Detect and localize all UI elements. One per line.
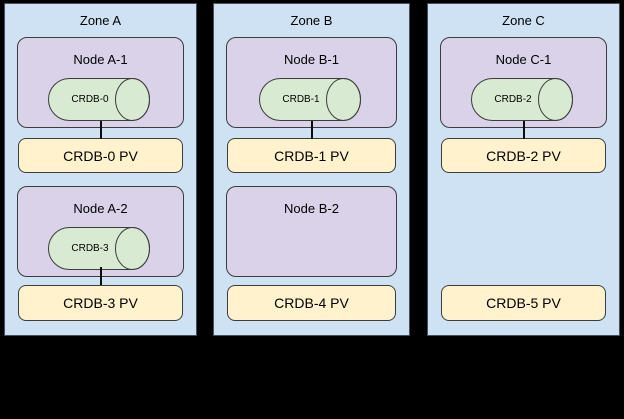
zone-c: Zone C Node C-1 CRDB-2 CRDB-2 PV CRDB-5 …: [427, 3, 620, 336]
pv-crdb-5: CRDB-5 PV: [441, 285, 606, 321]
cylinder-crdb-3-label: CRDB-3: [71, 243, 109, 254]
cylinder-crdb-1: CRDB-1: [258, 78, 361, 121]
cylinder-crdb-0-label: CRDB-0: [71, 94, 109, 105]
connector-crdb0-to-pv: [99, 121, 102, 139]
pv-crdb-3: CRDB-3 PV: [18, 285, 183, 321]
cylinder-crdb-0: CRDB-0: [47, 78, 150, 121]
node-a2: Node A-2 CRDB-3: [17, 186, 184, 277]
zone-b: Zone B Node B-1 CRDB-1 CRDB-1 PV Node B-…: [213, 3, 410, 336]
pv-crdb-1: CRDB-1 PV: [227, 138, 396, 173]
connector-crdb2-to-pv: [522, 121, 525, 139]
node-b1-label: Node B-1: [284, 52, 339, 67]
connector-crdb1-to-pv: [310, 121, 313, 139]
connector-crdb3-to-pv: [99, 267, 102, 285]
cylinder-crdb-2: CRDB-2: [470, 78, 573, 121]
node-a1: Node A-1 CRDB-0: [17, 37, 184, 128]
cylinder-icon: [258, 78, 361, 121]
pv-crdb-0: CRDB-0 PV: [18, 138, 183, 173]
cylinder-icon: [47, 78, 150, 121]
zone-b-label: Zone B: [290, 13, 333, 28]
node-a2-label: Node A-2: [73, 201, 128, 216]
cylinder-icon: [470, 78, 573, 121]
cylinder-crdb-3: CRDB-3: [47, 227, 150, 270]
cylinder-crdb-1-label: CRDB-1: [282, 94, 320, 105]
node-b1: Node B-1 CRDB-1: [226, 37, 397, 128]
pv-crdb-4: CRDB-4 PV: [227, 285, 396, 321]
node-c1-label: Node C-1: [495, 52, 552, 67]
node-b2-label: Node B-2: [284, 201, 339, 216]
zone-a-label: Zone A: [79, 13, 122, 28]
node-c1: Node C-1 CRDB-2: [440, 37, 607, 128]
pv-crdb-2: CRDB-2 PV: [441, 138, 606, 173]
zone-c-label: Zone C: [502, 13, 545, 28]
cylinder-crdb-2-label: CRDB-2: [494, 94, 532, 105]
cylinder-icon: [47, 227, 150, 270]
node-a1-label: Node A-1: [73, 52, 128, 67]
node-b2: Node B-2: [226, 186, 397, 277]
zone-a: Zone A Node A-1 CRDB-0 CRDB-0 PV Node A-…: [4, 3, 197, 336]
